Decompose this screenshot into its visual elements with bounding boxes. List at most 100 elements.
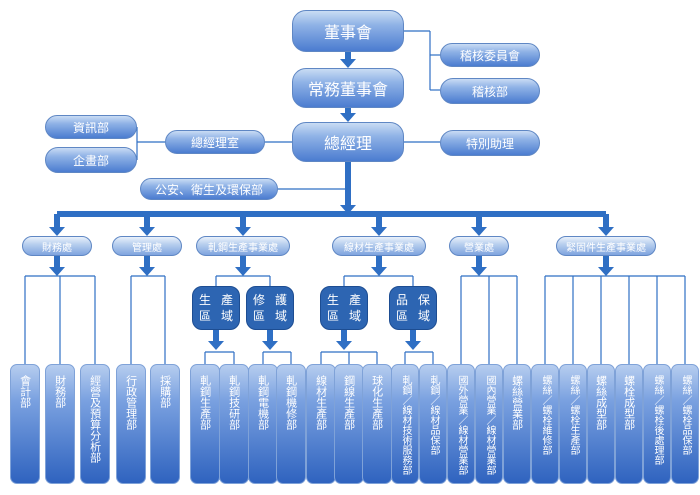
area-char: 區 xyxy=(252,309,265,323)
arrow-shaft xyxy=(603,256,609,268)
dept-rolled-tech: 軋鋼技研部 xyxy=(219,364,249,484)
arrow-shaft xyxy=(54,256,60,268)
area-char: 產 xyxy=(221,292,234,307)
arrow-head xyxy=(139,227,155,236)
dept-screw-sales: 螺絲營業部 xyxy=(503,364,531,484)
arrow-shaft xyxy=(144,214,150,228)
area-char: 品 xyxy=(395,292,408,307)
planning-dept-box: 企畫部 xyxy=(45,147,137,173)
arrow-head xyxy=(371,267,387,276)
general-manager-box: 總經理 xyxy=(292,122,404,162)
area-char: 產 xyxy=(349,292,362,307)
arrow-shaft xyxy=(345,108,351,114)
arrow-shaft xyxy=(240,256,246,268)
arrow-head xyxy=(336,341,352,350)
dept-fastener-production: 螺絲／螺栓生產部 xyxy=(559,364,587,484)
arrow-shaft xyxy=(376,214,382,228)
arrow-head xyxy=(235,227,251,236)
it-dept-box: 資訊部 xyxy=(45,115,137,139)
division-wire: 線材生產事業處 xyxy=(332,236,426,256)
dept-screw-forming: 螺絲成型部 xyxy=(587,364,615,484)
division-management: 管理處 xyxy=(112,236,182,256)
dept-purchasing: 採購部 xyxy=(150,364,180,484)
arrow-shaft xyxy=(345,52,351,60)
arrow-head xyxy=(471,227,487,236)
dept-admin: 行政管理部 xyxy=(116,364,146,484)
dept-bolt-forming: 螺栓成型部 xyxy=(615,364,643,484)
area-char: 修 xyxy=(252,292,265,307)
arrow-shaft xyxy=(240,214,246,228)
bus-bar xyxy=(57,211,606,217)
area-char: 生 xyxy=(326,292,339,307)
arrow-head xyxy=(371,227,387,236)
arrow-head xyxy=(139,267,155,276)
division-finance: 財務處 xyxy=(22,236,92,256)
arrow-head xyxy=(208,341,224,350)
division-rolled-steel: 軋鋼生產事業處 xyxy=(196,236,290,256)
board-box: 董事會 xyxy=(292,10,404,52)
area-char: 護 xyxy=(275,292,288,307)
dept-export-sales: 國外營業／線材營業部 xyxy=(447,364,475,484)
arrow-head xyxy=(49,227,65,236)
arrow-shaft xyxy=(213,330,219,342)
arrow-shaft xyxy=(267,330,273,342)
standing-board-box: 常務董事會 xyxy=(292,68,404,108)
arrow-shaft xyxy=(54,214,60,228)
arrow-shaft xyxy=(476,256,482,268)
dept-spheroidize: 球化生產部 xyxy=(362,364,392,484)
arrow-head xyxy=(262,341,278,350)
quality-area: 品 保 區 域 xyxy=(389,286,437,330)
audit-dept-box: 稽核部 xyxy=(440,78,540,104)
dept-wire-production: 線材生產部 xyxy=(306,364,336,484)
arrow-head xyxy=(598,227,614,236)
dept-domestic-sales: 國內營業／線材營業部 xyxy=(475,364,503,484)
area-char: 區 xyxy=(198,309,211,323)
dept-accounting: 會計部 xyxy=(10,364,40,484)
production-area-1: 生 產 區 域 xyxy=(192,286,240,330)
area-char: 域 xyxy=(418,309,431,323)
area-char: 域 xyxy=(221,309,234,323)
division-sales: 營業處 xyxy=(449,236,509,256)
arrow-shaft xyxy=(410,330,416,342)
dept-finance: 財務部 xyxy=(45,364,75,484)
safety-dept-box: 公安、衛生及環保部 xyxy=(140,178,278,200)
audit-committee-box: 稽核委員會 xyxy=(440,43,540,67)
dept-rolled-electric: 軋鋼電機部 xyxy=(248,364,278,484)
area-char: 域 xyxy=(275,309,288,323)
arrow-shaft xyxy=(345,162,351,206)
area-char: 生 xyxy=(198,292,211,307)
area-char: 保 xyxy=(418,292,431,307)
dept-steel-wire: 鋼線生產部 xyxy=(334,364,364,484)
arrow-head xyxy=(340,113,356,122)
arrow-shaft xyxy=(341,330,347,342)
dept-post-treatment: 螺絲／螺栓後處理部 xyxy=(643,364,671,484)
arrow-shaft xyxy=(376,256,382,268)
arrow-head xyxy=(49,267,65,276)
special-assistant-box: 特別助理 xyxy=(440,130,540,156)
maintenance-area: 修 護 區 域 xyxy=(246,286,294,330)
area-char: 區 xyxy=(395,309,408,323)
area-char: 區 xyxy=(326,309,339,323)
dept-wire-quality: 軋鋼／線材品保部 xyxy=(419,364,447,484)
division-fastener: 緊固件生產事業處 xyxy=(556,236,656,256)
arrow-head xyxy=(598,267,614,276)
arrow-head xyxy=(340,59,356,68)
arrow-head xyxy=(471,267,487,276)
gm-office-box: 總經理室 xyxy=(165,130,265,154)
arrow-shaft xyxy=(144,256,150,268)
dept-fastener-maintenance: 螺絲／螺栓維修部 xyxy=(531,364,559,484)
dept-budget-analysis: 經營及預算分析部 xyxy=(80,364,110,484)
arrow-shaft xyxy=(603,214,609,228)
dept-rolled-mechanical: 軋鋼機修部 xyxy=(276,364,306,484)
arrow-head xyxy=(405,341,421,350)
production-area-2: 生 產 區 域 xyxy=(320,286,368,330)
arrow-head xyxy=(340,205,356,214)
dept-tech-service: 軋鋼／線材技術服務部 xyxy=(391,364,419,484)
arrow-shaft xyxy=(476,214,482,228)
area-char: 域 xyxy=(349,309,362,323)
arrow-head xyxy=(235,267,251,276)
dept-rolled-production: 軋鋼生產部 xyxy=(190,364,220,484)
dept-fastener-quality: 螺絲／螺栓品保部 xyxy=(671,364,699,484)
